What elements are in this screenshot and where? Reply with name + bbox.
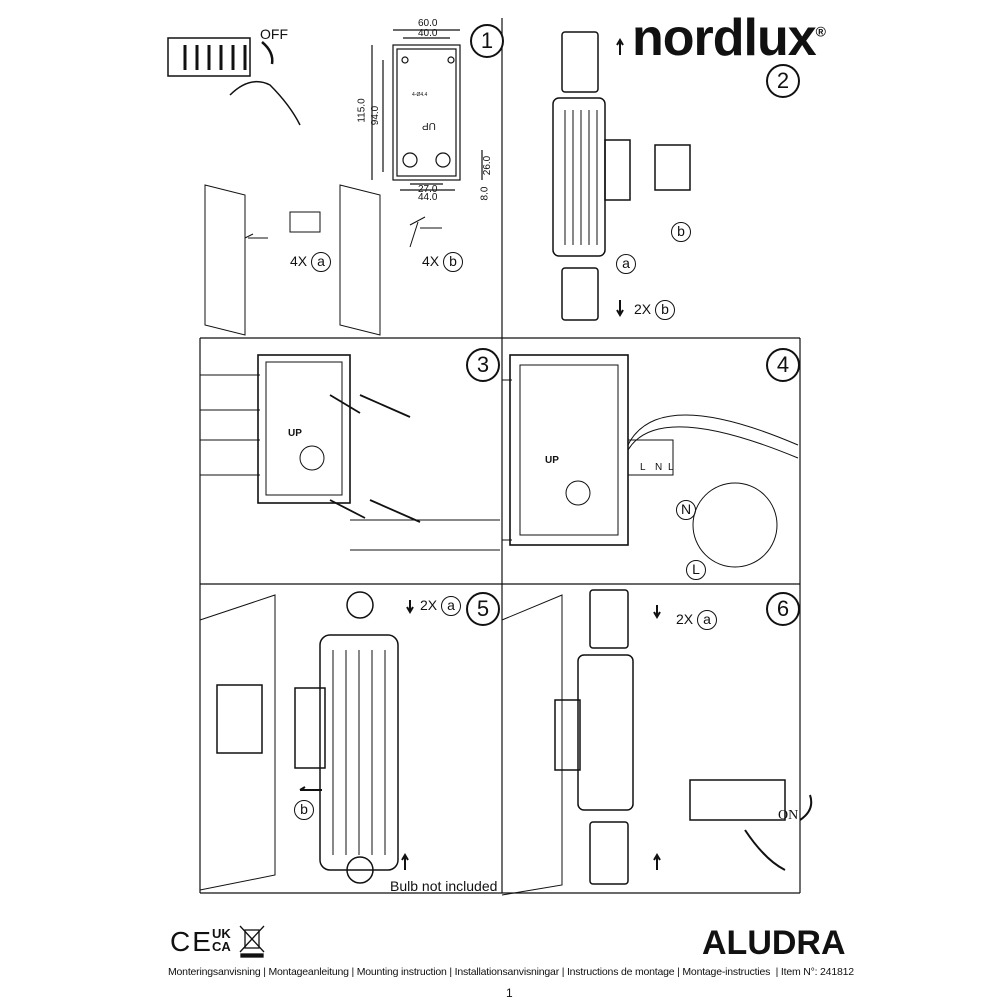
qty-4x-b: 4X b — [422, 252, 464, 272]
qty-4x-a: 4X a — [290, 252, 332, 272]
step-number-2: 2 — [766, 64, 800, 98]
up-mark-4: UP — [545, 455, 559, 466]
dim-hole-spacing: 27.0 — [418, 184, 438, 195]
dim-height-outer: 115.0 — [356, 98, 368, 123]
dim-hole-height: 26.0 — [482, 155, 494, 176]
terminal-n: N — [655, 462, 663, 473]
step-number-4: 4 — [766, 348, 800, 382]
step-number-5: 5 — [466, 592, 500, 626]
dim-width-outer: 60.0 — [418, 18, 438, 29]
brick-wall-drawing — [204, 184, 442, 336]
dim-height-inner: 94.0 — [370, 105, 382, 126]
part-b-label-5: b — [294, 800, 314, 820]
dim-bottom-offset: 8.0 — [479, 186, 491, 201]
step-number-1: 1 — [470, 24, 504, 58]
dim-hole-note: 4-Ø4.4 — [412, 92, 428, 98]
qty-2x-a-6: 2X a — [676, 610, 718, 630]
dim-base-width: 44.0 — [418, 192, 438, 203]
lamp-assembly-drawings — [199, 589, 813, 896]
qty-2x-b: 2X b — [634, 300, 676, 320]
dim-width-inner: 40.0 — [418, 28, 438, 39]
wire-l-label: L — [686, 560, 706, 580]
nordlux-logo: nordlux® — [632, 9, 826, 67]
part-a-label-2: a — [616, 254, 636, 274]
ce-mark: CE — [170, 926, 213, 957]
qty-2x-a-5: 2X a — [420, 596, 462, 616]
mounting-box-dimension-drawing — [371, 29, 483, 191]
ukca-mark: UK CA — [212, 926, 231, 954]
lamp-exploded-drawing — [552, 31, 691, 321]
terminal-l2: L — [668, 462, 674, 473]
up-mark-3: UP — [288, 428, 302, 439]
breaker-panel-off — [167, 37, 301, 126]
weee-bin-icon — [239, 925, 265, 958]
wall-box-drawings — [200, 354, 799, 568]
step-number-3: 3 — [466, 348, 500, 382]
product-name: ALUDRA — [702, 924, 846, 962]
on-label: ON — [778, 808, 799, 823]
off-label: OFF — [260, 26, 288, 42]
wire-n-label: N — [676, 500, 696, 520]
panel-grid — [199, 18, 801, 894]
bulb-not-included-note: Bulb not included — [390, 878, 498, 894]
part-b-label-2: b — [671, 222, 691, 242]
step-number-6: 6 — [766, 592, 800, 626]
up-mark-1: UP — [422, 120, 436, 131]
terminal-l1: L — [640, 462, 646, 473]
footer-languages: Monteringsanvisning | Montageanleitung |… — [168, 966, 854, 978]
page-number: 1 — [506, 986, 513, 1000]
